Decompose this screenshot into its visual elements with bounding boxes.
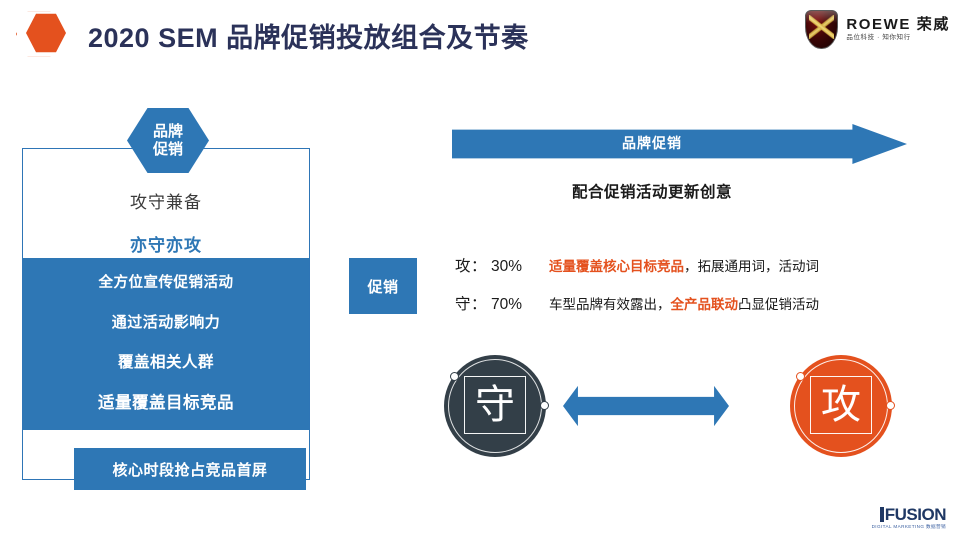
right-arrow-icon — [452, 124, 907, 164]
split-percentage: 30% — [491, 258, 523, 275]
budget-split-row: 守： 70% 车型品牌有效露出，全产品联动凸显促销活动 — [455, 292, 895, 314]
split-description-tail: ，拓展通用词，活动词 — [684, 259, 820, 274]
split-key: 守： — [455, 296, 488, 313]
brand-promo-arrow-label: 品牌促销 — [622, 135, 682, 151]
funnel-row: 适量覆盖目标竞品 — [98, 394, 234, 413]
fusion-logo-bar-icon — [879, 507, 884, 523]
split-description-head: 车型品牌有效露出， — [549, 297, 671, 312]
split-percentage: 70% — [491, 296, 523, 313]
roewe-shield-icon — [805, 9, 839, 49]
hexagon-fill-shape — [26, 13, 66, 53]
promo-label-box: 促销 — [349, 258, 417, 314]
fusion-logo-text: FUSION — [884, 505, 947, 525]
split-description-highlight: 适量覆盖核心目标竞品 — [549, 259, 685, 274]
funnel-badge-line-1: 品牌 — [152, 122, 183, 140]
roewe-brand-name: ROEWE 荣威 — [846, 15, 950, 33]
offense-circle: 攻 — [790, 355, 895, 457]
fusion-logo-icon: FUSION DIGITAL MARKETING 数据营销 — [871, 505, 947, 530]
split-key: 攻： — [455, 258, 488, 275]
fusion-logo-name: FUSION — [872, 505, 947, 525]
funnel-subtitle-secondary: 亦守亦攻 — [130, 236, 202, 255]
hexagon-logo-icon — [16, 10, 82, 57]
fusion-logo-tagline: DIGITAL MARKETING 数据营销 — [871, 524, 946, 530]
funnel-top-text-group: 攻守兼备 亦守亦攻 — [22, 188, 310, 256]
roewe-text-block: ROEWE 荣威 品位科技 · 知你知行 — [846, 17, 950, 42]
funnel-badge-line-2: 促销 — [152, 140, 183, 158]
roewe-brand-logo: ROEWE 荣威 品位科技 · 知你知行 — [805, 9, 950, 49]
roewe-brand-tagline: 品位科技 · 知你知行 — [846, 33, 911, 41]
funnel-bottom-highlight-box: 核心时段抢占竞品首屏 — [74, 448, 306, 490]
page-title: 2020 SEM 品牌促销投放组合及节奏 — [88, 23, 529, 53]
brand-promo-funnel: 品牌 促销 攻守兼备 亦守亦攻 全方位宣传促销活动 通过活动影响力 覆盖相关人群… — [22, 108, 312, 490]
ring-dot-icon — [886, 401, 895, 410]
funnel-row: 全方位宣传促销活动 — [98, 275, 234, 292]
ring-dot-icon — [450, 372, 459, 381]
funnel-row: 通过活动影响力 — [111, 314, 221, 332]
double-arrow-shape — [563, 385, 729, 427]
split-description: 适量覆盖核心目标竞品，拓展通用词，活动词 — [549, 255, 819, 275]
budget-split-list: 攻： 30% 适量覆盖核心目标竞品，拓展通用词，活动词 守： 70% 车型品牌有… — [455, 254, 895, 330]
defense-circle: 守 — [444, 355, 549, 457]
defense-circle-char: 守 — [464, 376, 526, 434]
funnel-row: 覆盖相关人群 — [117, 354, 214, 372]
funnel-blue-block: 全方位宣传促销活动 通过活动影响力 覆盖相关人群 适量覆盖目标竞品 — [23, 258, 309, 430]
ring-dot-icon — [796, 372, 805, 381]
creative-note: 配合促销活动更新创意 — [571, 184, 732, 201]
double-headed-arrow-icon — [563, 382, 729, 430]
brand-promo-arrow: 品牌促销 — [452, 124, 907, 164]
split-description: 车型品牌有效露出，全产品联动凸显促销活动 — [549, 293, 819, 313]
offense-circle-char: 攻 — [810, 376, 872, 434]
budget-split-row: 攻： 30% 适量覆盖核心目标竞品，拓展通用词，活动词 — [455, 254, 895, 276]
ring-dot-icon — [540, 401, 549, 410]
split-description-tail: 凸显促销活动 — [738, 297, 820, 312]
page-header: 2020 SEM 品牌促销投放组合及节奏 ROEWE 荣威 品位科技 · 知你知… — [0, 0, 960, 62]
split-description-highlight: 全产品联动 — [670, 297, 739, 312]
funnel-subtitle-primary: 攻守兼备 — [130, 193, 202, 212]
funnel-hexagon-badge: 品牌 促销 — [127, 108, 209, 173]
